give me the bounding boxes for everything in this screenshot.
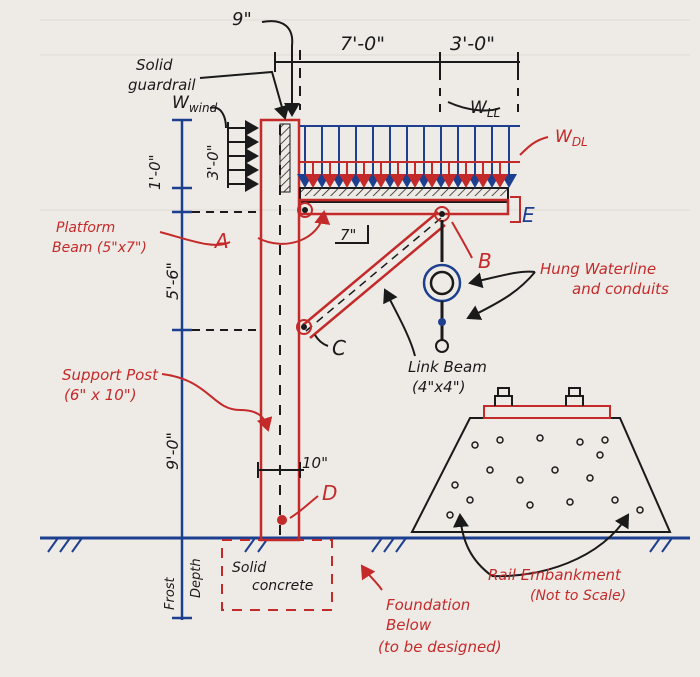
- dim-gap-height: 1'-0": [146, 154, 164, 190]
- foundation-box: [221, 539, 333, 611]
- label-w-dl: WDL: [555, 127, 588, 149]
- label-conduits: and conduits: [572, 280, 669, 298]
- post-width-dim: [257, 462, 304, 478]
- label-link-beam-size: (4"x4"): [412, 378, 465, 396]
- nine-inch-leader: [261, 20, 300, 117]
- pin-C: [296, 319, 312, 335]
- dim-platform-span: 7'-0": [340, 33, 385, 55]
- label-concrete: concrete: [252, 578, 313, 594]
- link-beam: [302, 211, 446, 339]
- point-A: A: [213, 229, 229, 253]
- pin-D: [277, 515, 287, 525]
- label-support-post-size: (6" x 10"): [64, 386, 137, 404]
- label-rail-embankment: Rail Embankment: [488, 566, 622, 584]
- label-foundation: Foundation: [386, 596, 470, 614]
- label-platform-beam: Platform: [56, 220, 115, 236]
- point-D: D: [322, 481, 337, 505]
- leader-lines: [159, 70, 630, 591]
- label-foundation-below: Below: [386, 616, 432, 634]
- platform-beam: [298, 187, 510, 216]
- label-w-wind: Wwind: [172, 93, 218, 115]
- top-dimension: [274, 52, 520, 112]
- left-dimension-line: [172, 118, 192, 620]
- dim-overhang: 3'-0": [450, 33, 495, 55]
- connection-points: [277, 202, 450, 525]
- label-solid-concrete: Solid: [232, 560, 266, 576]
- dim-top-post-offset: 9": [232, 9, 252, 30]
- label-link-beam: Link Beam: [408, 358, 487, 376]
- point-E: E: [522, 203, 535, 227]
- label-platform-beam-size: Beam (5"x7"): [52, 240, 147, 256]
- label-to-be-designed: (to be designed): [378, 638, 502, 656]
- dim-guardrail-height: 3'-0": [204, 144, 222, 180]
- diagram-labels: 9" 7'-0" 3'-0" Solid guardrail Wwind WLL…: [52, 9, 669, 656]
- live-load-arrows: [297, 125, 520, 188]
- dim-lower-post: 9'-0": [163, 432, 182, 470]
- label-not-to-scale: (Not to Scale): [530, 588, 626, 604]
- label-hung-waterline: Hung Waterline: [540, 260, 656, 278]
- support-post: [259, 118, 301, 542]
- reference-lines: [192, 211, 262, 331]
- point-B: B: [478, 249, 492, 273]
- point-C: C: [332, 336, 346, 360]
- pin-A: [297, 202, 313, 218]
- label-frost: Frost: [163, 576, 178, 610]
- e-bracket: [510, 196, 521, 223]
- ground-line: [40, 536, 690, 553]
- label-guardrail: guardrail: [128, 76, 196, 94]
- hung-waterline: [422, 220, 462, 353]
- label-w-ll: WLL: [470, 98, 500, 120]
- rail-embankment: [410, 387, 672, 533]
- paper-background: [40, 19, 690, 211]
- wind-load-arrows: [227, 120, 259, 192]
- dim-post-width: 10": [302, 454, 328, 472]
- label-solid: Solid: [136, 56, 173, 74]
- dim-link-offset: 7": [340, 226, 356, 244]
- label-depth: Depth: [189, 558, 204, 598]
- dead-load-arrows: [300, 161, 520, 188]
- seven-inch-mark: [335, 225, 369, 244]
- label-support-post: Support Post: [62, 366, 159, 384]
- dim-upper-post: 5'-6": [163, 262, 182, 300]
